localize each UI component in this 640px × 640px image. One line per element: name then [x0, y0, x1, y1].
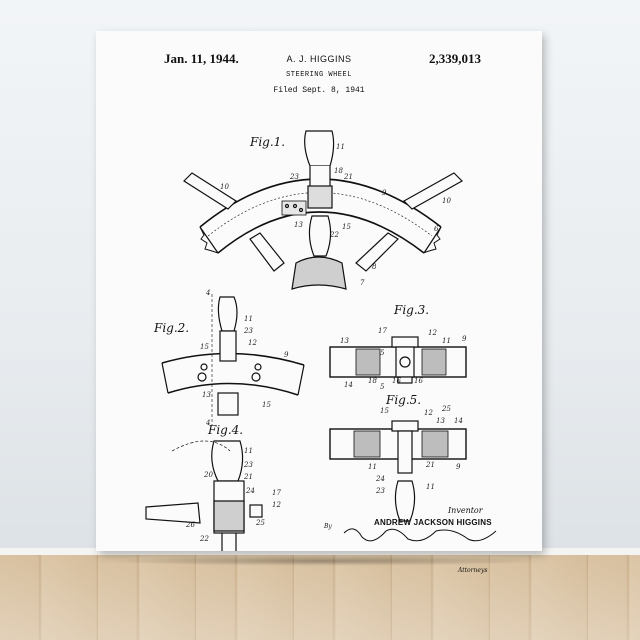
reference-numeral: 21: [344, 173, 353, 181]
reference-numeral: 9: [456, 463, 461, 471]
reference-numeral: 17: [378, 327, 387, 335]
reference-numeral: 15: [380, 407, 389, 415]
reference-numeral: 12: [272, 501, 281, 509]
reference-numeral: 20: [204, 471, 213, 479]
wooden-floor: [0, 555, 640, 640]
reference-numeral: 22: [200, 535, 209, 543]
reference-numeral: 9: [382, 189, 387, 197]
reference-numeral: 23: [376, 487, 385, 495]
fig4-handle-drawing: [145, 440, 263, 551]
patent-filed-date: Filed Sept. 8, 1941: [273, 86, 365, 95]
reference-numeral: 18: [368, 377, 377, 385]
reference-numeral: 8: [372, 263, 377, 271]
attorneys-label: Attorneys: [458, 567, 488, 574]
reference-numeral: 15: [200, 343, 209, 351]
fig3-label: Fig.3.: [394, 303, 430, 317]
reference-numeral: 13: [436, 417, 445, 425]
reference-numeral: 23: [290, 173, 299, 181]
reference-numeral: 11: [442, 337, 451, 345]
patent-drawings: [145, 130, 497, 551]
reference-numeral: 26: [186, 521, 195, 529]
reference-numeral: 21: [426, 461, 435, 469]
inventor-full-name: ANDREW JACKSON HIGGINS: [374, 518, 492, 527]
canvas-shadow: [104, 556, 544, 566]
reference-numeral: 13: [340, 337, 349, 345]
reference-numeral: 21: [244, 473, 253, 481]
section-mark: 4: [206, 289, 211, 297]
reference-numeral: 15: [262, 401, 271, 409]
reference-numeral: 13: [294, 221, 303, 229]
reference-numeral: 9: [462, 335, 467, 343]
reference-numeral: 10: [442, 197, 451, 205]
section-mark: 5: [380, 383, 385, 391]
fig1-wheel-drawing: [183, 130, 463, 290]
reference-numeral: 15: [342, 223, 351, 231]
reference-numeral: 11: [426, 483, 435, 491]
patent-date: Jan. 11, 1944.: [164, 51, 239, 66]
fig5-section-drawing: [329, 420, 467, 522]
reference-numeral: 22: [330, 231, 339, 239]
reference-numeral: 11: [244, 447, 253, 455]
section-mark: 4: [206, 419, 211, 427]
reference-numeral: 14: [344, 381, 353, 389]
reference-numeral: 16: [392, 377, 401, 385]
patent-inventor: A. J. HIGGINS: [286, 54, 352, 64]
reference-numeral: 10: [220, 183, 229, 191]
reference-numeral: 24: [246, 487, 255, 495]
reference-numeral: 12: [424, 409, 433, 417]
by-label: By: [324, 523, 332, 530]
reference-numeral: 25: [256, 519, 265, 527]
fig2-wheel-section-drawing: [161, 294, 305, 425]
reference-numeral: 11: [368, 463, 377, 471]
reference-numeral: 23: [244, 327, 253, 335]
fig3-section-drawing: [329, 336, 467, 384]
reference-numeral: 7: [360, 279, 365, 287]
reference-numeral: 13: [202, 391, 211, 399]
patent-number: 2,339,013: [429, 51, 481, 66]
reference-numeral: 14: [454, 417, 463, 425]
reference-numeral: 11: [244, 315, 253, 323]
reference-numeral: 17: [272, 489, 281, 497]
patent-title: STEERING WHEEL: [286, 71, 352, 79]
reference-numeral: 23: [244, 461, 253, 469]
reference-numeral: 9: [284, 351, 289, 359]
reference-numeral: 12: [248, 339, 257, 347]
reference-numeral: 11: [336, 143, 345, 151]
reference-numeral: 6: [434, 225, 439, 233]
inventor-label: Inventor: [448, 506, 483, 515]
reference-numeral: 12: [428, 329, 437, 337]
attorney-signature-scribble: [343, 528, 497, 542]
fig2-label: Fig.2.: [154, 321, 190, 335]
reference-numeral: 18: [334, 167, 343, 175]
fig4-label: Fig.4.: [208, 423, 244, 437]
patent-canvas-print: Jan. 11, 1944. A. J. HIGGINS 2,339,013 S…: [96, 31, 542, 574]
fig1-label: Fig.1.: [250, 135, 286, 149]
reference-numeral: 25: [442, 405, 451, 413]
reference-numeral: 16: [414, 377, 423, 385]
section-mark: 5: [380, 349, 385, 357]
fig5-label: Fig.5.: [386, 393, 422, 407]
reference-numeral: 24: [376, 475, 385, 483]
